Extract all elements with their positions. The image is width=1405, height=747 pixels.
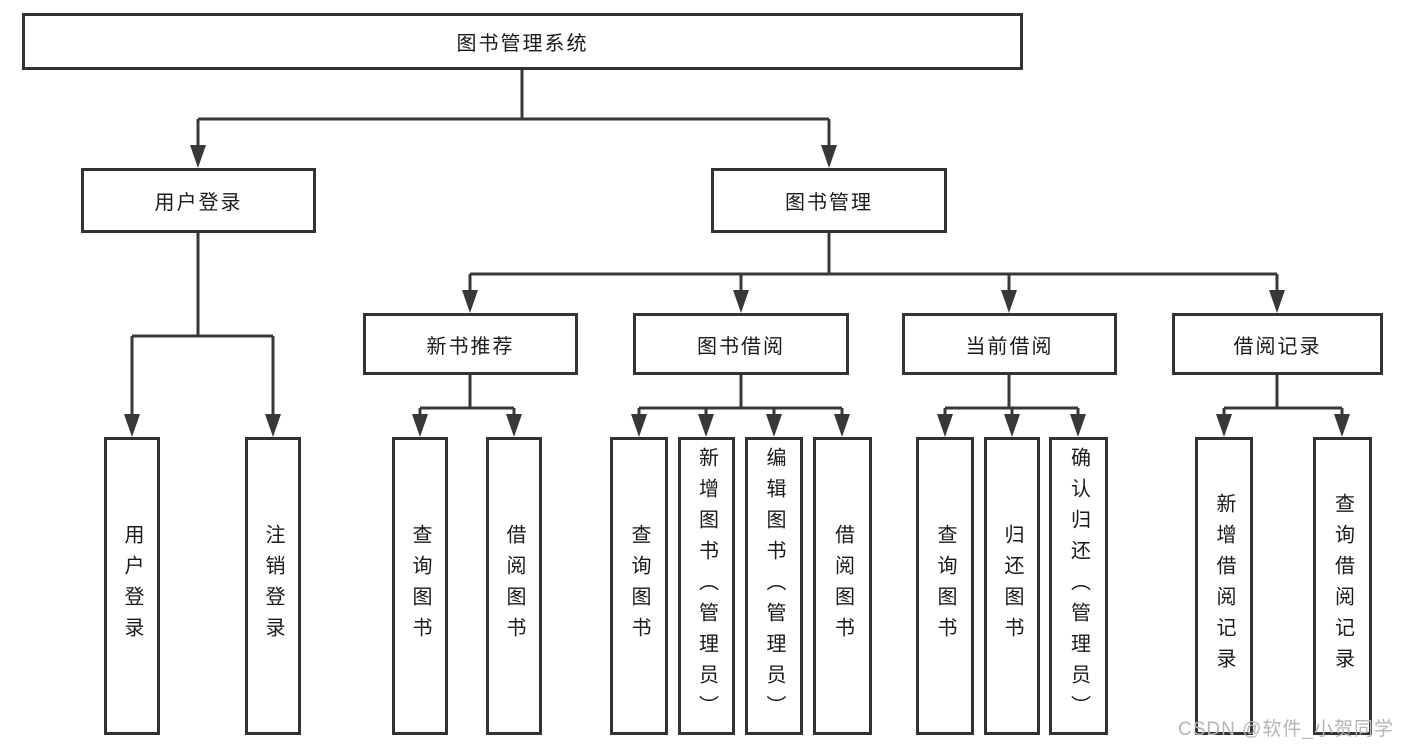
leaf-return-books: 归还图书 (984, 437, 1040, 735)
leaf-logout: 注销登录 (245, 437, 301, 735)
arrowhead-down (124, 414, 140, 437)
arrowhead-down (1004, 414, 1020, 437)
arrowhead-down (190, 145, 206, 168)
arrowhead-down (937, 414, 953, 437)
connector-book-borrow-group (637, 375, 844, 416)
arrowhead-down (462, 290, 478, 313)
arrowhead-down (412, 414, 428, 437)
leaf-query-books: 查询图书 (916, 437, 974, 735)
arrowhead-down (506, 414, 522, 437)
node-label: 用户登录 (154, 192, 243, 214)
leaf-add-borrow-record: 新增借阅记录 (1195, 437, 1253, 735)
connector-book-management-to-level3 (468, 233, 1279, 291)
arrowhead-down (1216, 414, 1232, 437)
csdn-watermark: CSDN @软件_小贺同学 (1178, 719, 1394, 740)
arrowhead-down (1269, 290, 1285, 313)
arrowhead-down (1001, 290, 1017, 313)
node-current-borrow: 当前借阅 (902, 313, 1117, 375)
leaf-query-books: 查询图书 (392, 437, 448, 735)
node-new-book-recommend: 新书推荐 (363, 313, 578, 375)
arrowhead-down (631, 414, 647, 437)
leaf-borrow-books: 借阅图书 (486, 437, 542, 735)
node-label: 图书借阅 (697, 335, 785, 358)
node-label: 当前借阅 (965, 335, 1054, 358)
arrowhead-down (733, 290, 749, 313)
leaf-query-borrow-record: 查询借阅记录 (1313, 437, 1372, 735)
node-label: 图书管理系统 (456, 33, 589, 55)
connector-root-to-level2 (196, 70, 831, 147)
node-book-borrow: 图书借阅 (633, 313, 849, 375)
connector-new-book-group (418, 375, 516, 416)
leaf-confirm-return-admin: 确认归还（管理员） (1049, 437, 1108, 735)
arrowhead-down (834, 414, 850, 437)
node-label: 新书推荐 (426, 335, 515, 358)
leaf-borrow-books: 借阅图书 (813, 437, 872, 735)
leaf-add-books-admin: 新增图书（管理员） (678, 437, 735, 735)
arrowhead-down (766, 414, 782, 437)
leaf-user-login: 用户登录 (104, 437, 160, 735)
node-borrow-record: 借阅记录 (1172, 313, 1383, 375)
arrowhead-down (265, 414, 281, 437)
leaf-edit-books-admin: 编辑图书（管理员） (745, 437, 803, 735)
arrowhead-down (821, 145, 837, 168)
arrowhead-down (1334, 414, 1350, 437)
leaf-query-books: 查询图书 (610, 437, 668, 735)
arrowhead-down (1070, 414, 1086, 437)
node-book-management: 图书管理 (711, 168, 947, 233)
node-user-login: 用户登录 (81, 168, 316, 233)
node-label: 借阅记录 (1233, 335, 1322, 358)
node-label: 图书管理 (785, 192, 873, 214)
connector-user-login-group (130, 233, 275, 416)
connector-current-borrow-group (943, 375, 1080, 416)
arrowhead-down (698, 414, 714, 437)
connector-borrow-record-group (1222, 375, 1344, 416)
node-root-system: 图书管理系统 (22, 13, 1023, 70)
